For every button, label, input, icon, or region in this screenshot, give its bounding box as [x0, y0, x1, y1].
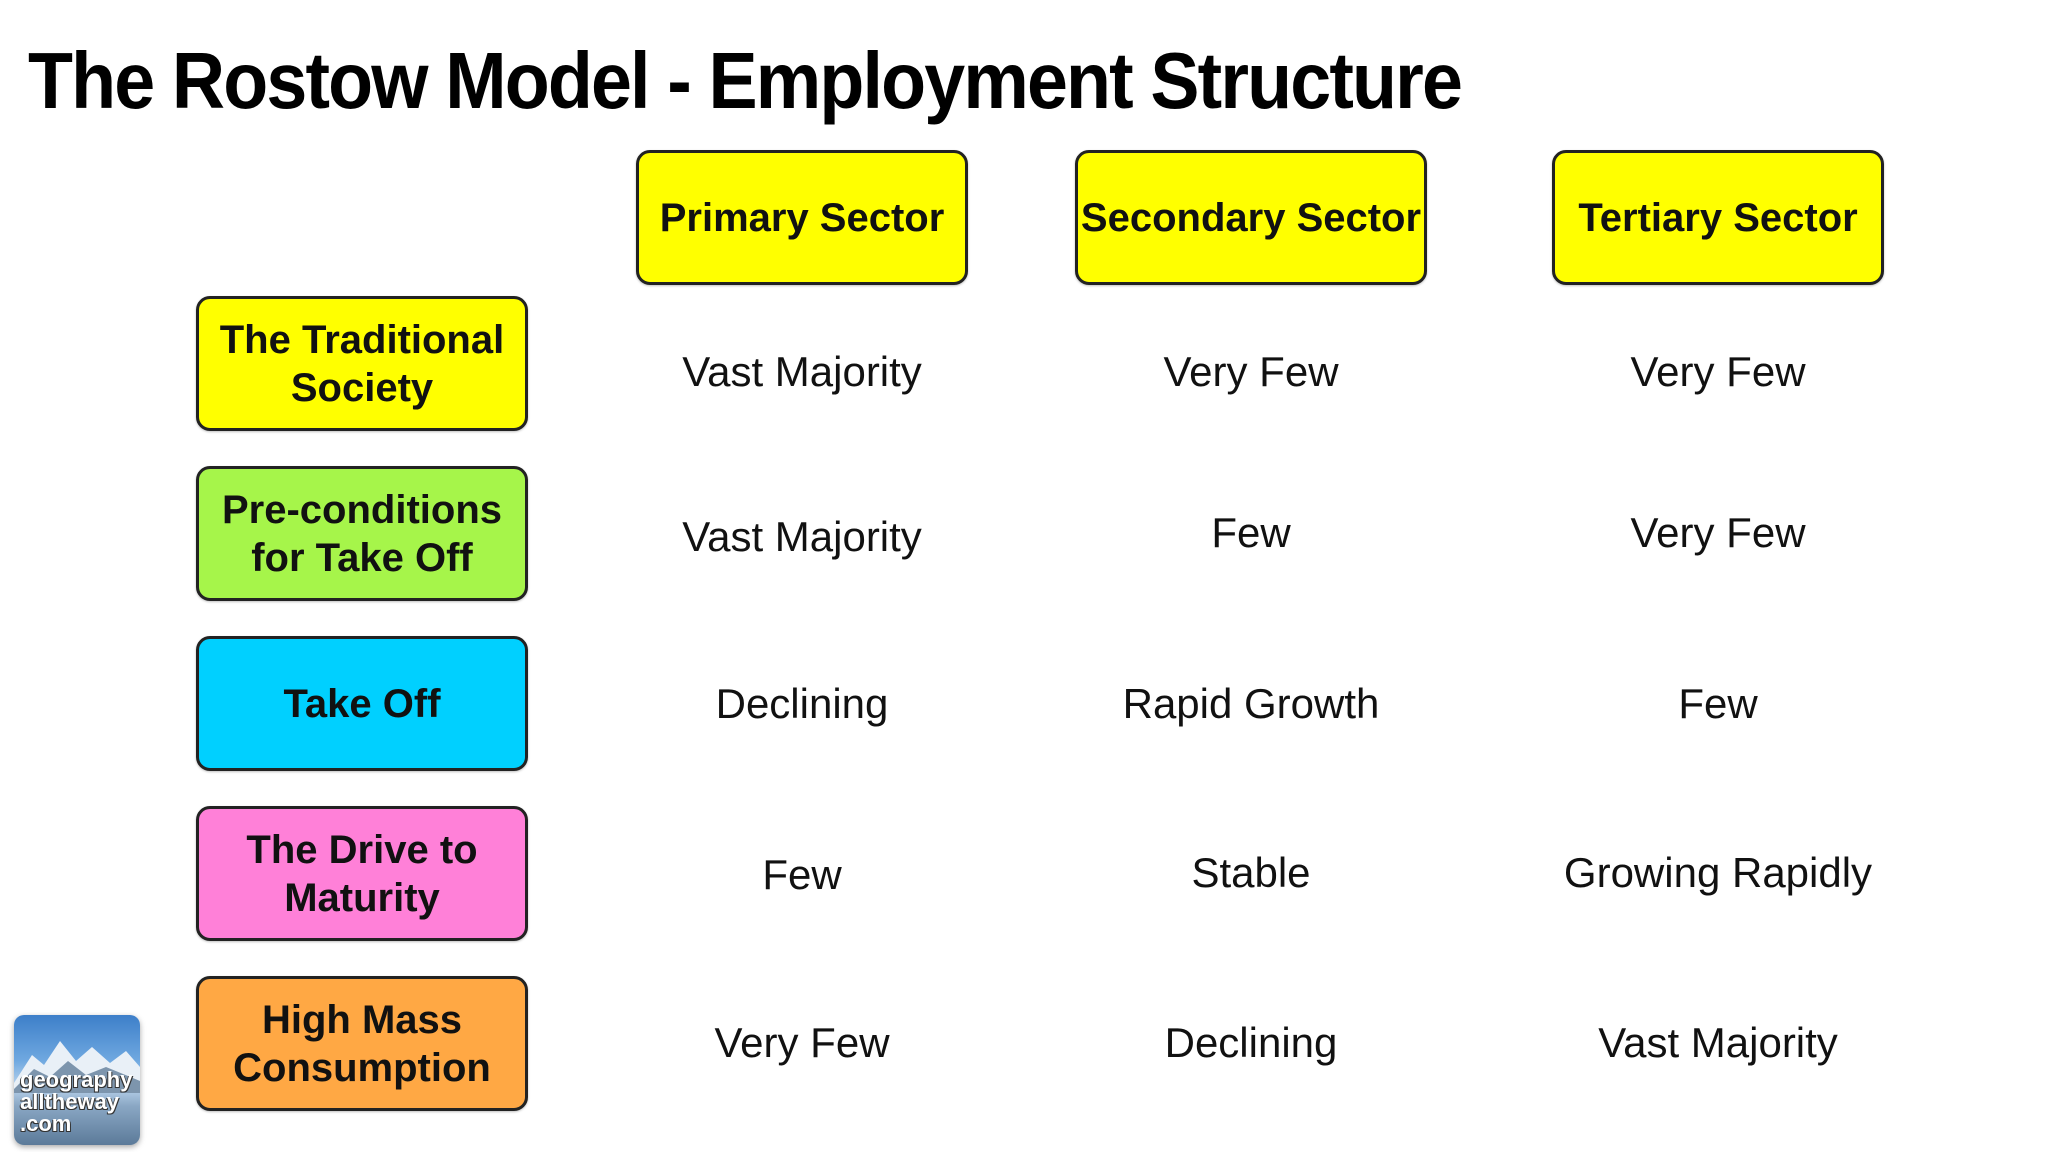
- stage-label-line1: The Traditional: [219, 317, 505, 362]
- header-label: Secondary Sector: [1080, 195, 1422, 240]
- cell-consumption-secondary: Declining: [1164, 1019, 1338, 1066]
- logo-text: geography alltheway .com: [20, 1069, 132, 1135]
- stage-drive-to-maturity: The Drive to Maturity: [196, 806, 528, 941]
- header-tertiary-sector: Tertiary Sector: [1552, 150, 1884, 285]
- cell-preconditions-secondary: Few: [1211, 509, 1291, 556]
- cell-preconditions-primary: Vast Majority: [682, 513, 922, 560]
- cell-takeoff-primary: Declining: [715, 680, 889, 727]
- stage-label-line2: Society: [290, 365, 434, 410]
- stage-label-line2: Consumption: [233, 1045, 491, 1090]
- stage-traditional-society: The Traditional Society: [196, 296, 528, 431]
- stage-preconditions-take-off: Pre-conditions for Take Off: [196, 466, 528, 601]
- logo-line: .com: [20, 1111, 72, 1136]
- header-secondary-sector: Secondary Sector: [1075, 150, 1427, 285]
- cell-consumption-tertiary: Vast Majority: [1598, 1019, 1838, 1066]
- header-label: Tertiary Sector: [1578, 195, 1858, 240]
- logo-line: geography: [20, 1067, 133, 1092]
- stage-label-line2: Maturity: [284, 875, 440, 920]
- stage-label-line1: Pre-conditions: [221, 487, 503, 532]
- header-primary-sector: Primary Sector: [636, 150, 968, 285]
- header-label: Primary Sector: [659, 195, 945, 240]
- cell-traditional-tertiary: Very Few: [1630, 348, 1806, 395]
- stage-label-line1: Take Off: [283, 681, 441, 726]
- cell-consumption-primary: Very Few: [714, 1019, 890, 1066]
- cell-maturity-tertiary: Growing Rapidly: [1563, 849, 1873, 896]
- cell-preconditions-tertiary: Very Few: [1630, 509, 1806, 556]
- stage-label-line2: for Take Off: [251, 535, 473, 580]
- cell-maturity-primary: Few: [762, 851, 842, 898]
- stage-high-mass-consumption: High Mass Consumption: [196, 976, 528, 1111]
- geography-logo: geography alltheway .com: [14, 1015, 140, 1145]
- cell-traditional-secondary: Very Few: [1163, 348, 1339, 395]
- page-title: The Rostow Model - Employment Structure: [28, 36, 1463, 125]
- stage-label-line1: The Drive to: [246, 827, 478, 872]
- logo-line: alltheway: [20, 1089, 120, 1114]
- mountain-icon: [14, 1041, 140, 1093]
- cell-takeoff-secondary: Rapid Growth: [1122, 680, 1380, 727]
- cell-takeoff-tertiary: Few: [1678, 680, 1758, 727]
- cell-traditional-primary: Vast Majority: [682, 348, 922, 395]
- stage-label-line1: High Mass: [261, 997, 463, 1042]
- stage-take-off: Take Off: [196, 636, 528, 771]
- cell-maturity-secondary: Stable: [1191, 849, 1311, 896]
